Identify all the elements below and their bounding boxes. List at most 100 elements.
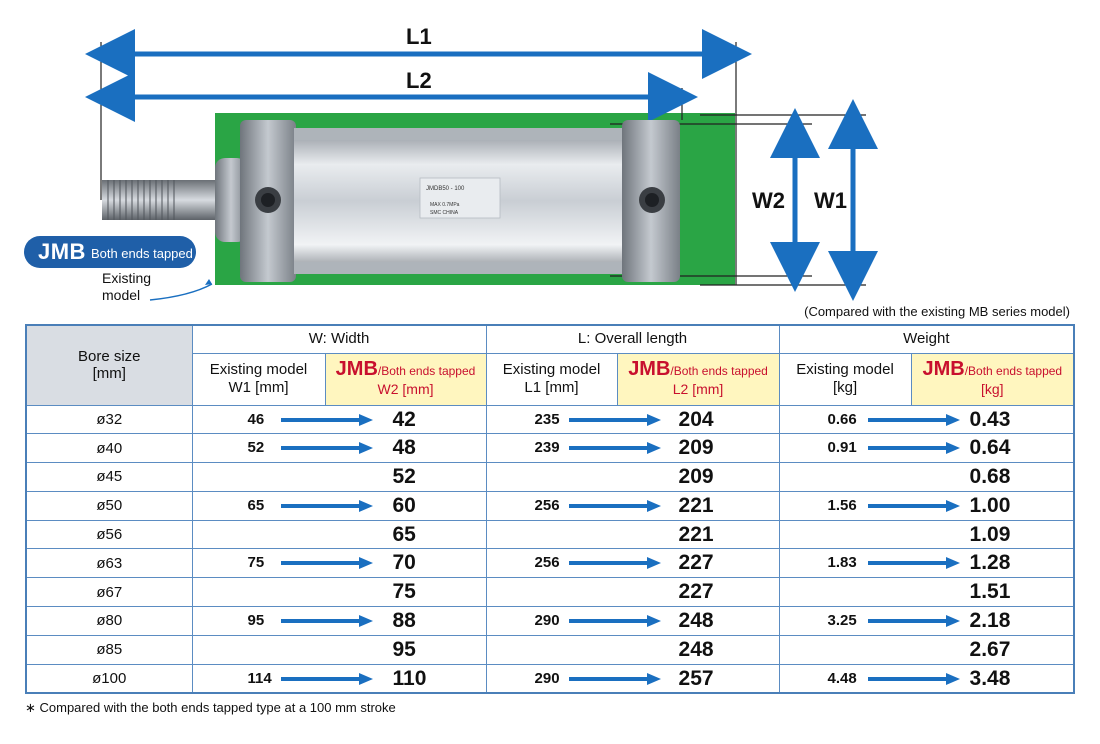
kg-old-value: 3.25 [827, 612, 857, 630]
existing-model-pointer [149, 283, 213, 301]
w2-value: 65 [392, 522, 416, 546]
weight-cell: 1.83 1.28 [778, 548, 1075, 579]
weight-cell: 1.51 [778, 577, 1075, 608]
bore-cell: ø100 [25, 663, 193, 694]
reduction-arrow [867, 442, 960, 455]
w1-value: 114 [247, 669, 272, 687]
kg-old-value: 0.66 [827, 410, 857, 428]
reduction-arrow [568, 557, 661, 570]
kg-old-header: Existing model[kg] [778, 352, 912, 406]
kg-old-value: 0.91 [827, 439, 857, 457]
bore-cell: ø85 [25, 634, 193, 665]
w2-value: 70 [392, 551, 416, 575]
kg-new-value: 0.43 [969, 407, 1011, 431]
reduction-arrow [280, 557, 373, 570]
reduction-arrow [568, 442, 661, 455]
w2-value: 95 [392, 637, 416, 661]
spec-comparison-table: Bore size[mm] W: Width L: Overall length… [25, 324, 1076, 695]
length-cell: 290 248 [485, 606, 780, 636]
l2-label: L2 [406, 68, 432, 93]
length-cell: 221 [485, 519, 780, 550]
w1-value: 46 [247, 410, 265, 428]
width-cell: 75 70 [191, 548, 487, 579]
cylinder-label-plate [419, 177, 501, 219]
w2-label: W2 [752, 188, 785, 213]
reduction-arrow [867, 557, 960, 570]
weight-cell: 2.67 [778, 634, 1075, 665]
l1-value: 290 [534, 612, 560, 630]
reduction-arrow [867, 413, 960, 426]
l1-value: 256 [534, 554, 560, 572]
cylinder-marking-1: JMDB50 - 100 [426, 186, 465, 192]
cylinder-illustration: JMDB50 - 100 MAX 0.7MPa SMC CHINA [85, 29, 878, 301]
table-row: ø67 75 227 1.51 [25, 577, 1075, 608]
l2-value: 227 [678, 580, 714, 604]
w1-value: 75 [247, 554, 265, 572]
bore-cell: ø63 [25, 548, 193, 579]
w2-value: 60 [392, 493, 416, 517]
w2-value: 75 [392, 580, 416, 604]
width-cell: 75 [191, 577, 487, 608]
badge-text: Both ends tapped [90, 246, 193, 261]
reduction-arrow [280, 499, 373, 512]
kg-old-value: 1.83 [827, 554, 857, 572]
weight-cell: 1.09 [778, 519, 1075, 550]
weight-cell: 0.68 [778, 462, 1075, 492]
reduction-arrow [280, 413, 373, 426]
w2-value: 42 [392, 407, 416, 431]
reduction-arrow [867, 615, 960, 628]
bore-cell: ø50 [25, 490, 193, 521]
w2-value: 48 [392, 436, 416, 460]
l1-value: 290 [534, 669, 560, 687]
l2-value: 204 [678, 407, 714, 431]
existing-model-label: Existing model [102, 270, 152, 303]
weight-cell: 1.56 1.00 [778, 490, 1075, 521]
kg-new-value: 3.48 [969, 666, 1011, 690]
l1-value: 256 [534, 496, 560, 514]
l1-value: 239 [534, 439, 560, 457]
reduction-arrow [568, 615, 661, 628]
w1-value: 65 [247, 496, 265, 514]
reduction-arrow [867, 672, 960, 685]
length-cell: 227 [485, 577, 780, 608]
reduction-arrow [568, 413, 661, 426]
cylinder-marking-2: MAX 0.7MPa [430, 202, 460, 208]
l2-value: 209 [678, 465, 714, 489]
l1-label: L1 [406, 24, 432, 49]
width-group-header: W: Width [191, 324, 487, 354]
l1-value: 235 [534, 410, 560, 428]
w2-value: 52 [392, 465, 416, 489]
l2-value: 257 [678, 666, 714, 690]
bore-cell: ø67 [25, 577, 193, 608]
reduction-arrow [867, 499, 960, 512]
reduction-arrow [568, 499, 661, 512]
kg-new-value: 1.00 [969, 493, 1011, 517]
kg-old-value: 1.56 [827, 496, 857, 514]
l2-value: 248 [678, 609, 714, 633]
width-cell: 95 [191, 634, 487, 665]
width-cell: 65 60 [191, 490, 487, 521]
bore-cell: ø80 [25, 606, 193, 636]
kg-new-value: 1.28 [969, 551, 1011, 575]
bore-cell: ø40 [25, 433, 193, 464]
footnote: ∗ Compared with the both ends tapped typ… [25, 700, 396, 715]
